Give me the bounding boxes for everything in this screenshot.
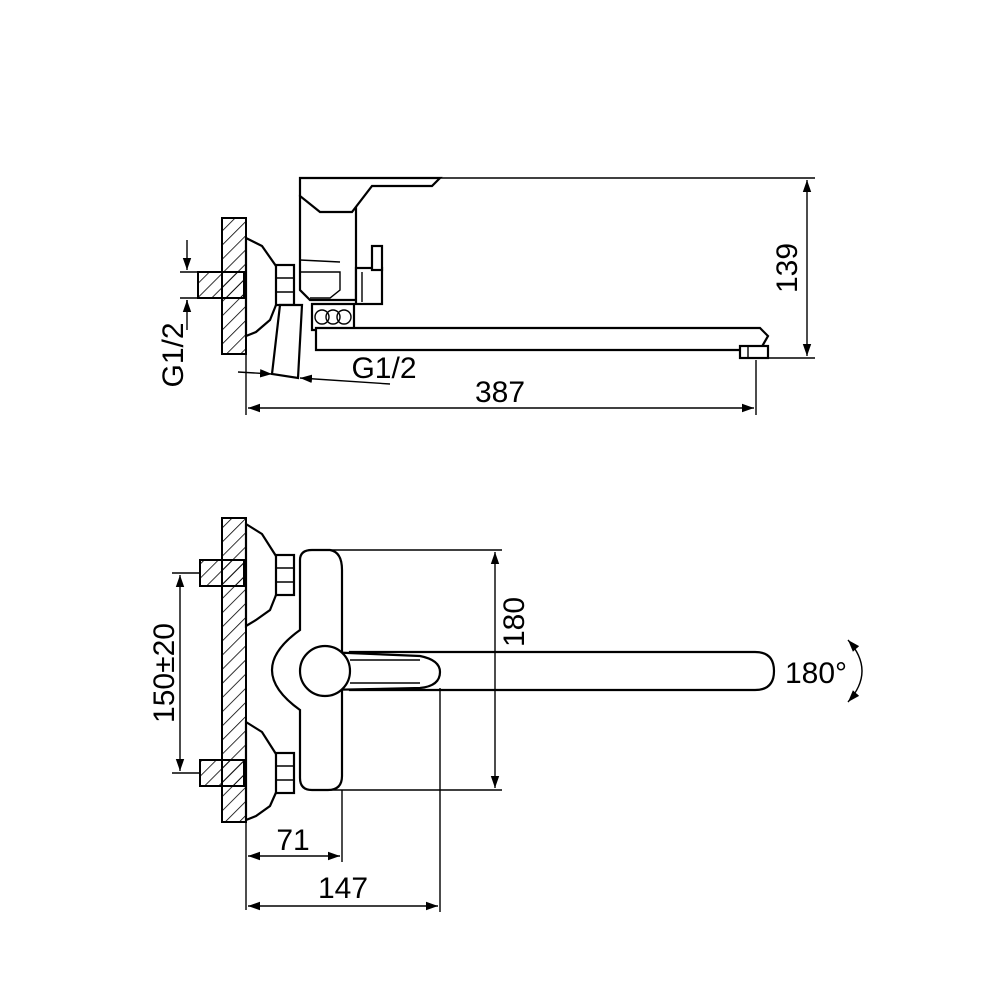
- handle-plan: [323, 650, 442, 692]
- aerator: [738, 344, 770, 360]
- dimension-71: 71: [245, 790, 343, 910]
- dimension-g12-vertical: G1/2: [157, 240, 198, 388]
- escutcheon-upper: [244, 522, 280, 628]
- dimension-139: 139: [440, 177, 815, 359]
- dimension-180-label: 180: [498, 597, 531, 647]
- nut-lower: [274, 751, 296, 795]
- spout: [314, 326, 770, 352]
- dimension-147: 147: [248, 688, 441, 912]
- eccentric-nut: [274, 263, 296, 307]
- escutcheon: [244, 236, 280, 338]
- dimension-147-label: 147: [318, 872, 368, 905]
- dimension-150-label: 150±20: [148, 623, 181, 723]
- pipe-stub-lower: [199, 759, 245, 787]
- plan-view: 150±20 180 180° 71 147: [148, 517, 863, 912]
- rotation-label: 180°: [785, 657, 847, 690]
- side-view: 139 G1/2 G1/2 387: [157, 176, 815, 415]
- dimension-71-label: 71: [276, 824, 309, 857]
- dimension-g12-horizontal: G1/2: [237, 352, 417, 385]
- handle-lever: [298, 176, 443, 214]
- eccentric-pipe: [270, 303, 304, 380]
- dimension-180: 180: [330, 549, 531, 791]
- pipe-stub: [197, 271, 245, 299]
- g12-horizontal-label: G1/2: [351, 352, 416, 385]
- nut-upper: [274, 553, 296, 597]
- escutcheon-lower: [244, 720, 280, 822]
- dimension-387: 387: [245, 354, 757, 415]
- g12-vertical-label: G1/2: [157, 322, 190, 387]
- handle-hub: [298, 644, 352, 698]
- dimension-139-label: 139: [771, 243, 804, 293]
- diverter-knob: [354, 266, 384, 306]
- rotation-indicator: 180°: [785, 639, 863, 703]
- dimension-387-label: 387: [475, 376, 525, 409]
- spout-plan: [348, 650, 776, 692]
- pipe-stub-upper: [199, 559, 245, 587]
- dimension-150: 150±20: [148, 572, 200, 774]
